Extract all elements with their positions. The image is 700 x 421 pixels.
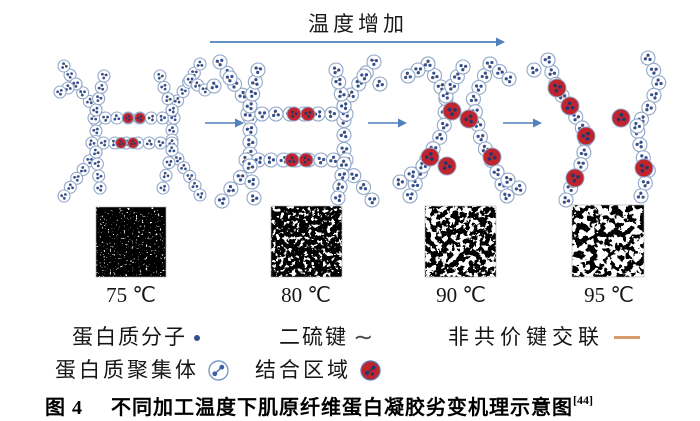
protein-network-panel-3 (392, 56, 527, 204)
disulfide-bond-tilde-icon: ∼ (353, 325, 374, 351)
legend-protein-aggregate: 蛋白质聚集体 (55, 354, 230, 384)
caption-reference: [44] (573, 393, 593, 408)
figure-caption: 图 4 不同加工温度下肌原纤维蛋白凝胶劣变机理示意图[44] (45, 391, 593, 420)
gel-micrograph-4 (571, 204, 645, 278)
temperature-label-80: 80 ℃ (281, 283, 331, 307)
temperature-label-95: 95 ℃ (584, 283, 634, 307)
caption-text: 不同加工温度下肌原纤维蛋白凝胶劣变机理示意图[44] (111, 391, 593, 420)
legend-binding-region: 结合区域 (255, 354, 382, 384)
temperature-label-90: 90 ℃ (436, 283, 486, 307)
legend-noncovalent-crosslink: 非共价键交联 (448, 321, 641, 351)
protein-molecule-dot-icon (194, 334, 201, 341)
protein-network-panel-2 (206, 54, 388, 209)
legend-disulfide-bond-label: 二硫键 (279, 325, 348, 349)
gel-micrograph-1 (95, 206, 167, 278)
legend-protein-molecule-label: 蛋白质分子 (72, 325, 187, 349)
temperature-label-75: 75 ℃ (106, 283, 156, 307)
protein-network-panel-4 (526, 50, 667, 208)
figure-number: 图 4 (45, 397, 83, 419)
gel-micrograph-3 (424, 205, 497, 278)
protein-aggregate-icon (208, 360, 229, 381)
noncovalent-crosslink-dash-icon (614, 335, 641, 339)
legend-binding-region-label: 结合区域 (255, 358, 351, 382)
arrow-icon (503, 118, 542, 128)
arrow-icon (205, 118, 244, 128)
binding-region-icon (360, 360, 381, 381)
arrow-icon (210, 37, 505, 47)
temperature-increase-label: 温度增加 (308, 12, 408, 36)
gel-micrograph-2 (270, 205, 343, 278)
legend-disulfide-bond: 二硫键 ∼ (279, 321, 373, 352)
caption-text-main: 不同加工温度下肌原纤维蛋白凝胶劣变机理示意图 (111, 397, 573, 419)
legend-protein-molecule: 蛋白质分子 (72, 321, 201, 351)
protein-network-panel-1 (53, 57, 212, 203)
legend-noncovalent-crosslink-label: 非共价键交联 (448, 325, 604, 349)
legend-protein-aggregate-label: 蛋白质聚集体 (55, 358, 199, 382)
mechanism-diagram (53, 37, 667, 278)
arrow-icon (368, 118, 407, 128)
